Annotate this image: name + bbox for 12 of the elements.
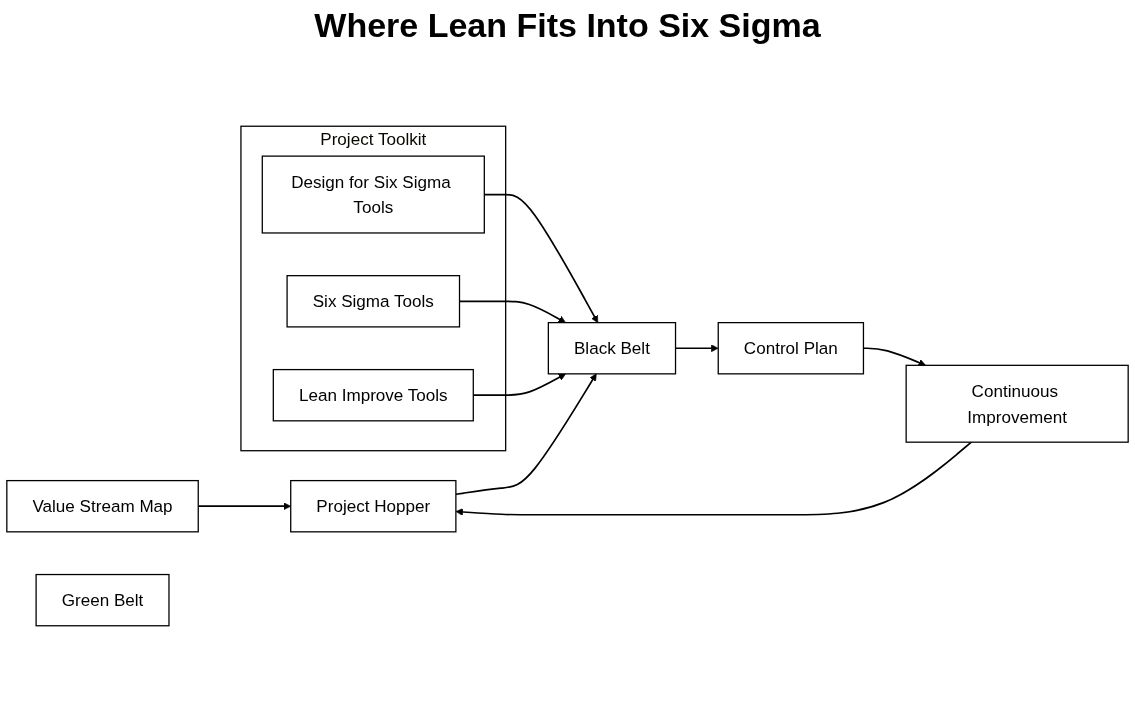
node-box: Six Sigma Tools bbox=[286, 275, 461, 328]
arrow bbox=[455, 441, 973, 516]
node-box: Continuous Improvement bbox=[905, 364, 1129, 443]
node-box: Lean Improve Tools bbox=[272, 368, 474, 422]
node-box: Green Belt bbox=[35, 573, 170, 627]
node-box: Control Plan bbox=[717, 322, 865, 375]
node-box: Design for Six Sigma Tools bbox=[261, 155, 485, 234]
node-box: Project Hopper bbox=[290, 479, 457, 533]
node-box: Value Stream Map bbox=[6, 479, 199, 533]
diagram-title: Where Lean Fits Into Six Sigma bbox=[313, 6, 822, 45]
arrow bbox=[455, 373, 597, 496]
node-box: Black Belt bbox=[547, 322, 677, 375]
